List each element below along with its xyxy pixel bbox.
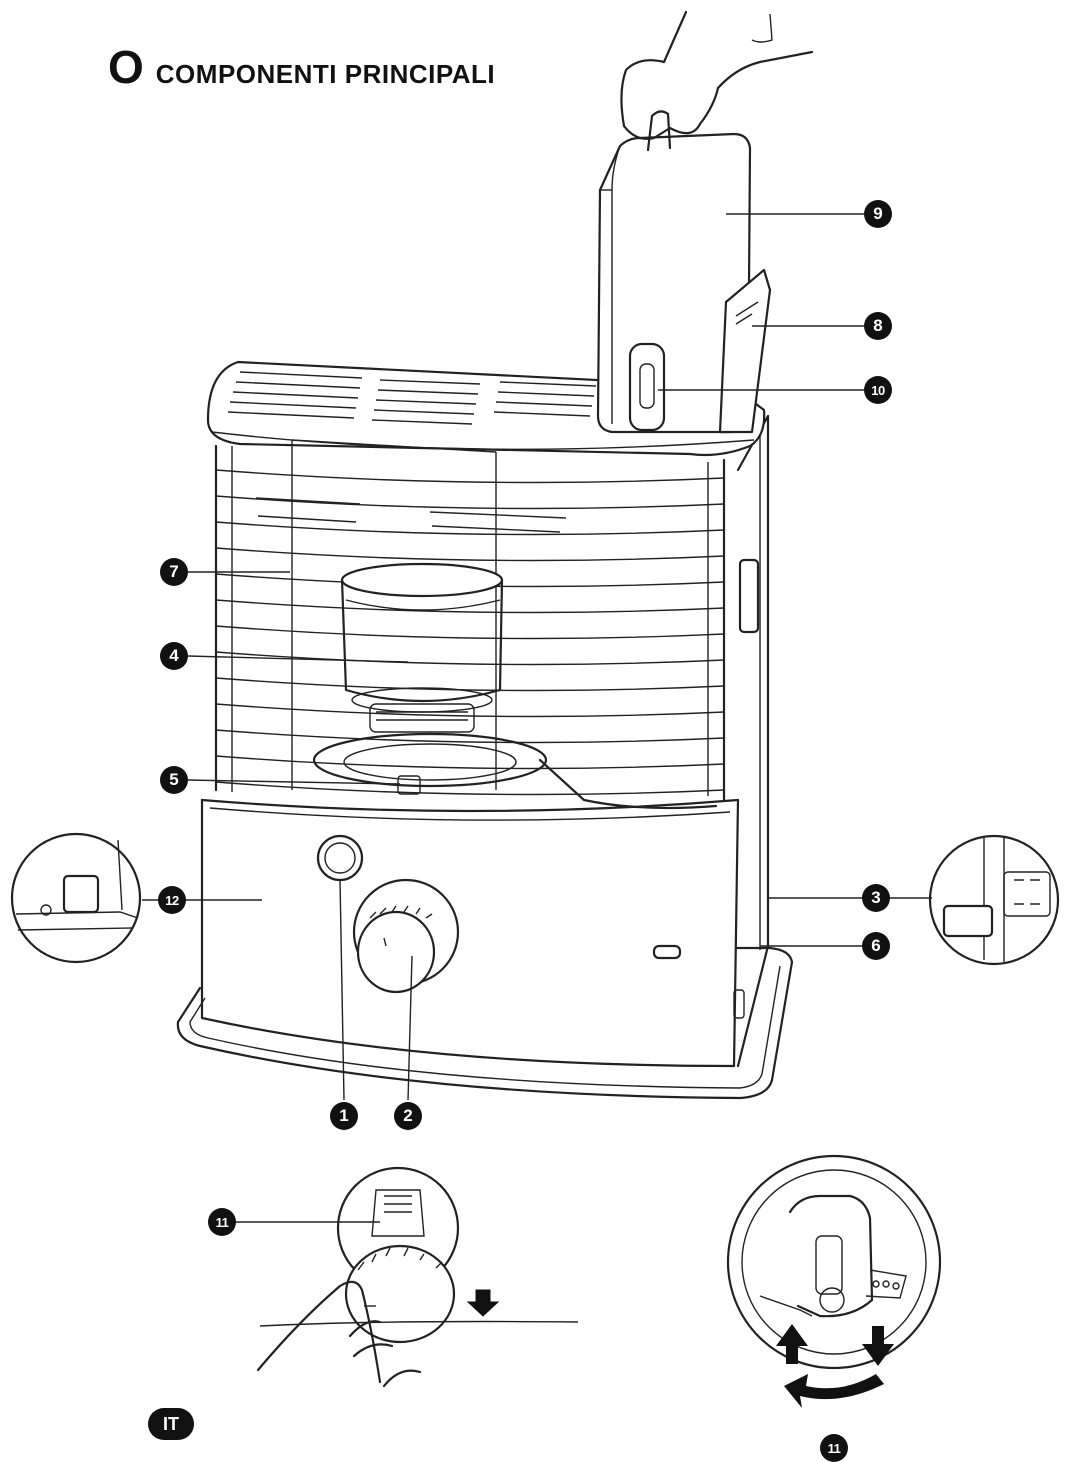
fuel-gauge-slot (652, 944, 682, 960)
callout-10: 10 (864, 376, 892, 404)
safety-grille (214, 439, 726, 802)
callout-1: 1 (330, 1102, 358, 1130)
arrow-down-icon (466, 1289, 500, 1317)
callout-7: 7 (160, 558, 188, 586)
callout-12: 12 (158, 886, 186, 914)
rotate-arrow-icon (784, 1374, 884, 1408)
detail-inset-right (928, 834, 1060, 966)
lower-body (200, 798, 740, 1068)
language-badge: IT (148, 1408, 194, 1440)
callout-11-knob: 11 (208, 1208, 236, 1236)
detail-inset-left (10, 832, 142, 964)
page-title: O COMPONENTI PRINCIPALI (108, 40, 495, 94)
callout-3: 3 (862, 884, 890, 912)
fuel-tank (596, 110, 752, 434)
section-title: COMPONENTI PRINCIPALI (155, 59, 496, 89)
control-knob (352, 878, 460, 994)
burner-base (312, 732, 718, 810)
callout-5: 5 (160, 766, 188, 794)
fuel-gauge (628, 342, 666, 432)
callout-4: 4 (160, 642, 188, 670)
arrow-down-icon (862, 1326, 894, 1366)
knob-removal-illustration (256, 1166, 579, 1388)
top-vents (227, 371, 597, 425)
arrow-up-icon (776, 1324, 808, 1364)
callout-8: 8 (864, 312, 892, 340)
callout-9: 9 (864, 200, 892, 228)
callout-6: 6 (862, 932, 890, 960)
leader-lines (142, 213, 932, 1223)
side-panel (736, 414, 770, 1068)
hand-illustration (620, 10, 814, 140)
callout-2: 2 (394, 1102, 422, 1130)
rotation-detail-illustration (726, 1154, 942, 1408)
callout-11-detail: 11 (820, 1434, 848, 1462)
base-tray (176, 946, 794, 1100)
tank-handle (646, 110, 672, 152)
info-booklet (718, 268, 772, 434)
combustion-chamber (340, 562, 504, 733)
section-letter: O (108, 41, 144, 93)
reflector-holes (255, 497, 567, 533)
